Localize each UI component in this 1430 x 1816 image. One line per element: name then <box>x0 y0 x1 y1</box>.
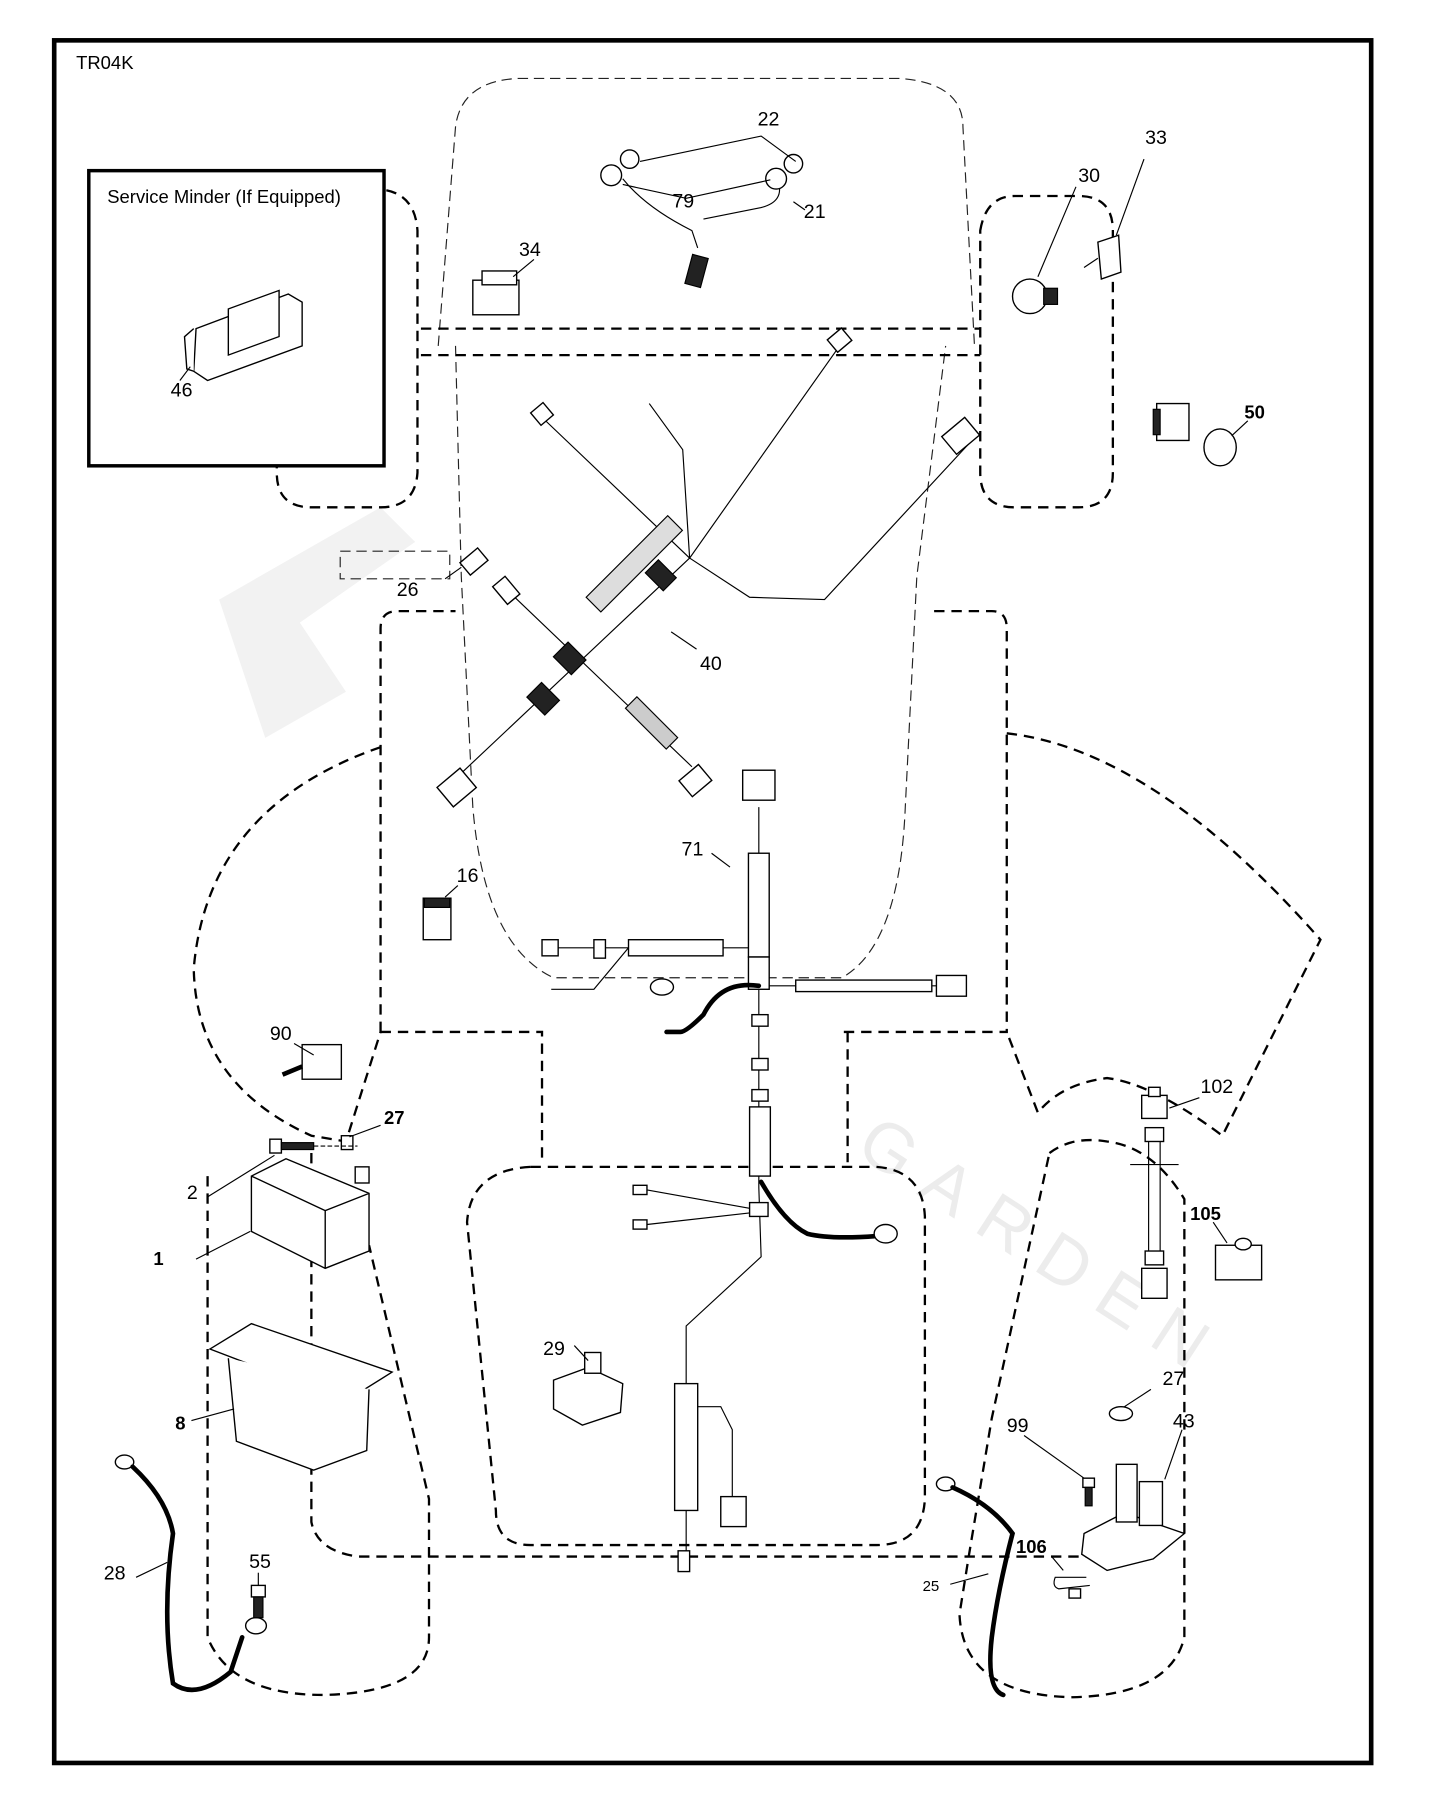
left-wheel-outline <box>192 746 382 1143</box>
dash-outline <box>454 345 947 979</box>
label-34: 34 <box>519 239 541 261</box>
fuse-holder-outline <box>339 550 451 580</box>
battery-hardware <box>269 1135 358 1154</box>
service-minder-inset: Service Minder (If Equipped) 46 <box>87 168 386 468</box>
left-pocket-outline <box>275 189 419 509</box>
label-71: 71 <box>682 839 704 861</box>
inset-title: Service Minder (If Equipped) <box>107 186 341 207</box>
extension-harness-icon <box>1130 1086 1179 1299</box>
label-79: 79 <box>672 191 694 213</box>
body-outlines <box>192 77 1322 1699</box>
label-27-battery: 27 <box>384 1107 405 1128</box>
label-29: 29 <box>543 1338 565 1360</box>
label-28: 28 <box>104 1563 126 1585</box>
service-minder-icon <box>183 289 303 382</box>
label-102: 102 <box>1201 1076 1234 1098</box>
center-column-outline <box>380 1030 849 1163</box>
rear-harness <box>541 769 968 1573</box>
label-30: 30 <box>1078 165 1100 187</box>
left-fender-inner <box>379 609 456 1032</box>
battery-icon <box>250 1158 370 1270</box>
label-8: 8 <box>175 1413 185 1434</box>
battery-box-icon <box>208 1322 394 1471</box>
label-16: 16 <box>457 865 479 887</box>
fuse-icon <box>458 546 489 577</box>
label-50: 50 <box>1244 402 1265 423</box>
diagram-code: TR04K <box>76 52 134 73</box>
right-pocket-outline <box>979 194 1115 509</box>
label-55: 55 <box>249 1551 271 1573</box>
label-40: 40 <box>700 653 722 675</box>
label-33: 33 <box>1145 127 1167 149</box>
light-switch-icon <box>472 270 520 316</box>
ignition-switch-icon <box>1011 278 1059 315</box>
label-2: 2 <box>187 1182 198 1204</box>
right-fender-inner <box>841 609 1008 1034</box>
label-105: 105 <box>1190 1203 1221 1224</box>
seat-switch-icon <box>552 1351 624 1426</box>
label-90: 90 <box>270 1023 292 1045</box>
pto-switch-icon <box>1152 402 1237 467</box>
label-21: 21 <box>804 201 826 223</box>
label-46: 46 <box>171 380 193 402</box>
reverse-switch-icon <box>1214 1237 1263 1281</box>
diagram-frame <box>51 38 1374 1766</box>
label-1: 1 <box>153 1248 163 1269</box>
headlight-assembly <box>600 135 806 289</box>
label-106: 106 <box>1016 1536 1047 1557</box>
solenoid-outline <box>958 1138 1186 1699</box>
label-43: 43 <box>1173 1410 1195 1432</box>
seat-area-outline <box>465 1165 927 1547</box>
harness-sleeve <box>526 514 684 750</box>
label-26: 26 <box>397 579 419 601</box>
diode-icon <box>281 1043 343 1080</box>
ignition-key-icon <box>1083 234 1122 280</box>
ground-screw-icon <box>250 1584 266 1619</box>
frame-rail-outline <box>420 327 981 357</box>
battery-outline <box>206 1176 431 1697</box>
main-harness <box>436 327 981 808</box>
label-99: 99 <box>1007 1415 1029 1437</box>
watermark-text: GARDEN <box>845 1100 1240 1394</box>
solenoid-bolt-icon <box>1082 1477 1096 1507</box>
right-wheel-outline <box>1005 732 1322 1138</box>
solenoid-icon <box>1080 1405 1186 1572</box>
wire-clip-icon <box>1053 1576 1090 1599</box>
label-22: 22 <box>758 109 780 131</box>
ground-cable-icon <box>114 1454 268 1693</box>
label-25: 25 <box>923 1578 940 1595</box>
watermark-logo <box>219 507 416 738</box>
label-27-solenoid: 27 <box>1162 1368 1184 1390</box>
positive-cable-icon <box>935 1476 1016 1698</box>
rear-frame-outline <box>310 1153 1154 1558</box>
relay-icon <box>422 897 452 941</box>
